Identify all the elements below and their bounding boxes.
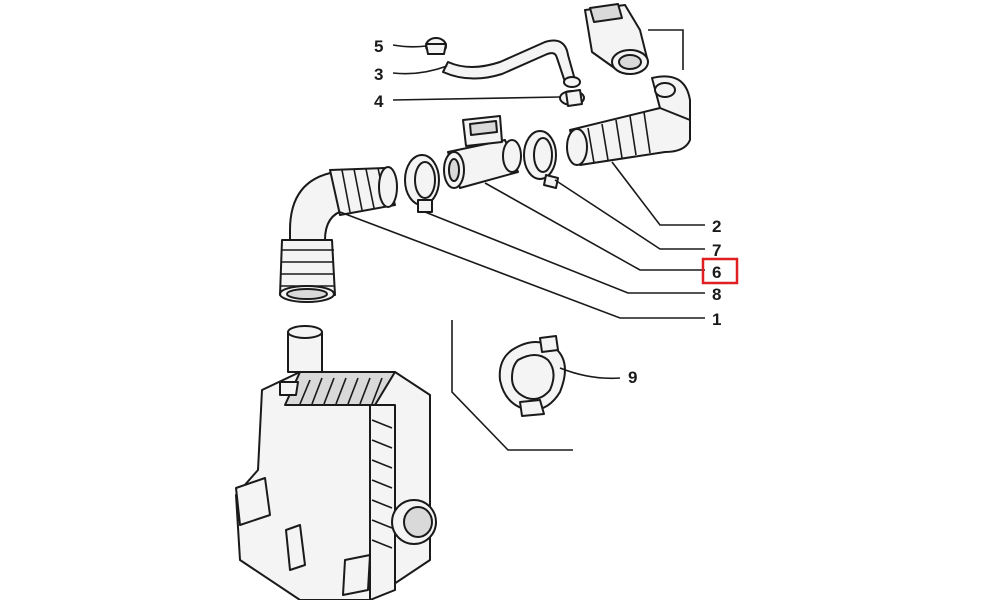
leader-1 — [339, 211, 705, 319]
small-clip-part-5 — [425, 37, 447, 55]
callout-labels: 5 3 4 2 7 6 8 1 9 — [374, 37, 739, 387]
leader-lines — [339, 29, 705, 380]
highlight-box — [701, 257, 739, 285]
bracket-clamp-part-9 — [498, 335, 566, 417]
breather-hose-part-3 — [442, 39, 581, 88]
callout-6: 6 — [712, 263, 721, 282]
callout-9: 9 — [628, 368, 637, 387]
duct-hose-part-1 — [279, 171, 346, 303]
hose-clamp-left — [404, 154, 440, 213]
leader-5 — [392, 44, 427, 48]
hose-clip-part-4 — [559, 89, 585, 107]
throttle-body — [584, 3, 649, 75]
air-filter-housing — [235, 325, 437, 600]
callout-8: 8 — [712, 285, 721, 304]
leader-6 — [484, 182, 705, 271]
leader-throttle — [648, 29, 684, 70]
leader-9 — [559, 367, 621, 380]
air-flow-meter-part-6 — [443, 115, 522, 189]
callout-5: 5 — [374, 37, 383, 56]
callout-1: 1 — [712, 310, 721, 329]
leader-8 — [424, 211, 705, 294]
ribbed-hose-part-2 — [566, 75, 691, 166]
callout-3: 3 — [374, 65, 383, 84]
hose-clamp-part-7 — [523, 130, 559, 189]
bellows-part-8 — [329, 166, 398, 216]
leader-2 — [611, 161, 705, 226]
leader-3 — [392, 65, 448, 75]
detail-view-line — [451, 320, 573, 451]
callout-4: 4 — [374, 92, 384, 111]
callout-7: 7 — [712, 241, 721, 260]
leader-7 — [554, 179, 705, 250]
leader-4 — [392, 96, 561, 101]
callout-2: 2 — [712, 217, 721, 236]
